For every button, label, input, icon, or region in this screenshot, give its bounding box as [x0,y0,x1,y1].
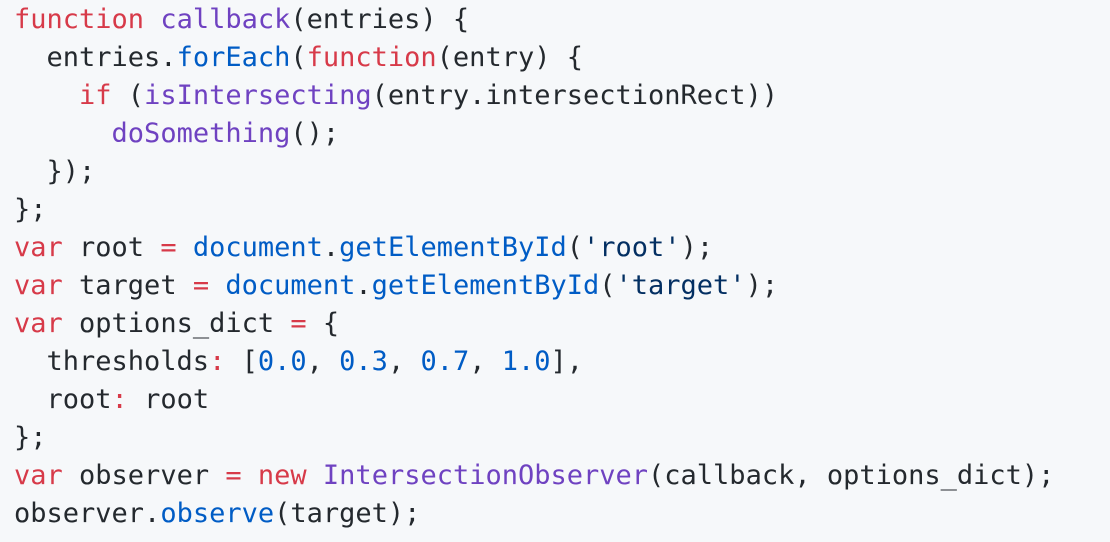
code-token-number: 0.0 [257,346,307,377]
code-token-property: getElementById [339,232,567,263]
code-line: function callback(entries) { [14,1,1110,39]
code-token-keyword: var [14,460,63,491]
code-line: }); [14,153,1110,191]
code-token-plain [14,80,79,111]
code-token-plain: ); [745,270,779,301]
code-token-number: 0.7 [420,346,470,377]
code-token-plain: observer [62,460,226,491]
code-token-plain: }); [14,156,96,187]
code-token-property: document [192,232,323,263]
code-token-number: 0.3 [339,346,388,377]
code-line: doSomething(); [14,115,1110,153]
code-token-keyword: new [257,460,307,491]
code-token-number: 1.0 [501,346,551,377]
code-token-keyword: function [306,42,437,73]
code-token-plain: { [306,308,340,339]
code-line: thresholds: [0.0, 0.3, 0.7, 1.0], [14,343,1110,381]
code-token-operator: : [209,346,226,377]
code-token-plain: ( [111,80,145,111]
code-token-operator: : [111,384,128,415]
code-token-plain: , [306,346,340,377]
code-token-keyword: var [14,308,63,339]
code-token-plain: root [62,232,161,263]
code-token-plain: (callback, options_dict); [648,460,1055,491]
code-line: var observer = new IntersectionObserver(… [14,457,1110,495]
code-token-plain: [ [225,346,258,377]
code-token-plain: entries. [14,42,177,73]
code-token-keyword: var [14,232,63,263]
code-token-keyword: if [79,80,112,111]
code-token-plain: }; [14,194,47,225]
code-token-property: getElementById [371,270,600,301]
code-token-operator: = [290,308,307,339]
code-line: var root = document.getElementById('root… [14,229,1110,267]
code-token-plain: (entry.intersectionRect)) [371,80,779,111]
code-line: entries.forEach(function(entry) { [14,39,1110,77]
code-token-plain [307,460,323,491]
code-token-plain: root [127,384,210,415]
code-token-plain: (); [290,118,340,149]
code-token-plain [14,118,112,149]
code-token-property: observe [160,498,275,529]
code-token-plain [144,4,160,35]
code-token-operator: = [192,270,210,301]
code-token-function: callback [160,4,291,35]
code-token-plain: ); [680,232,714,263]
code-token-property: forEach [176,42,291,73]
code-token-function: isIntersecting [144,80,372,111]
code-token-plain: (entry) { [436,42,583,73]
code-line: var options_dict = { [14,305,1110,343]
code-token-operator: = [225,460,242,491]
code-token-plain [209,270,225,301]
code-token-plain: , [387,346,421,377]
code-token-plain: . [322,232,340,263]
code-token-plain: (entries) { [290,4,470,35]
code-token-keyword: var [14,270,63,301]
code-token-string: 'target' [615,270,746,301]
code-token-keyword: function [14,4,145,35]
code-token-plain: ], [550,346,584,377]
code-token-plain: options_dict [62,308,291,339]
code-token-plain [242,460,258,491]
code-token-plain: ( [566,232,584,263]
code-token-plain: thresholds [14,346,210,377]
code-token-function: doSomething [111,118,291,149]
code-line: }; [14,191,1110,229]
code-line: observer.observe(target); [14,495,1110,533]
code-token-plain: , [469,346,502,377]
code-token-function: IntersectionObserver [322,460,649,491]
code-line: root: root [14,381,1110,419]
code-token-plain [177,232,193,263]
code-token-plain: ( [599,270,616,301]
code-token-plain: . [355,270,372,301]
code-token-plain: }; [14,422,47,453]
code-token-plain: ( [290,42,307,73]
code-token-string: 'root' [583,232,681,263]
code-line: if (isIntersecting(entry.intersectionRec… [14,77,1110,115]
code-token-operator: = [160,232,177,263]
code-line: }; [14,419,1110,457]
code-token-property: document [225,270,356,301]
code-token-plain: root [14,384,112,415]
code-token-plain: (target); [274,498,421,529]
code-token-plain: observer. [14,498,161,529]
code-token-plain: target [62,270,193,301]
code-line: var target = document.getElementById('ta… [14,267,1110,305]
